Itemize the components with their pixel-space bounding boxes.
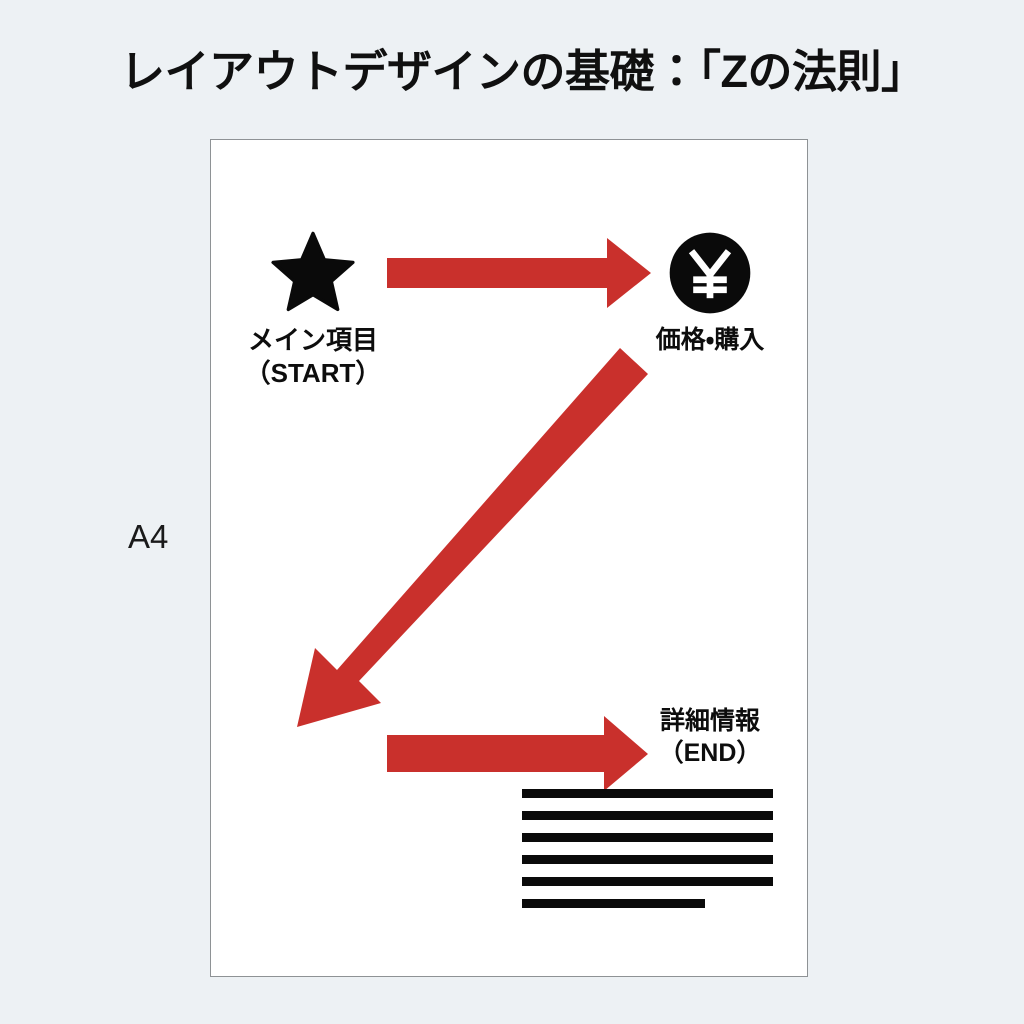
star-icon xyxy=(271,231,355,313)
text-bar xyxy=(522,833,773,842)
text-bar xyxy=(522,899,706,908)
yen-circle-icon xyxy=(668,231,752,315)
text-bar xyxy=(522,811,773,820)
paper-size-label: A4 xyxy=(128,518,169,555)
body-text-placeholder xyxy=(522,789,773,908)
text-bar xyxy=(522,877,773,886)
text-bar xyxy=(522,789,773,798)
node-label-start: メイン項目 （START） xyxy=(244,325,382,389)
text-bar xyxy=(522,855,773,864)
node-label-price: 価格・購入 xyxy=(655,326,765,354)
page-title: レイアウトデザインの基礎：「Zの法則」 xyxy=(120,46,926,97)
node-label-end: 詳細情報 （END） xyxy=(658,707,762,767)
